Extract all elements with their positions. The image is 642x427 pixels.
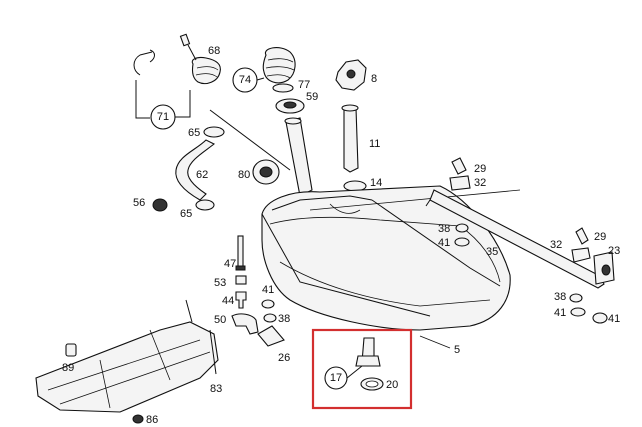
callout-62: 62	[196, 169, 208, 181]
callout-26: 26	[278, 352, 290, 364]
callout-41-left: 41	[262, 284, 274, 296]
callout-38-right: 38	[554, 291, 566, 303]
callout-89: 89	[62, 362, 74, 374]
callout-20: 20	[386, 379, 398, 391]
part-29-bracket-right[interactable]: 29	[575, 227, 606, 245]
callout-80: 80	[238, 169, 250, 181]
callout-83: 83	[210, 383, 222, 395]
callout-29-top: 29	[474, 163, 486, 175]
callout-32-right: 32	[550, 239, 562, 251]
part-32-bracket-right[interactable]: 32	[550, 239, 591, 263]
part-41-washer-right[interactable]: 41	[554, 307, 586, 319]
callout-32-top: 32	[474, 177, 486, 189]
part-68-bolt[interactable]: 68	[179, 33, 221, 85]
callout-38-left: 38	[278, 313, 290, 325]
callout-59: 59	[306, 91, 318, 103]
part-26-bracket[interactable]: 26	[257, 325, 290, 364]
part-74-boot[interactable]: 74	[232, 47, 296, 93]
part-44-fitting[interactable]: 44	[222, 291, 247, 309]
part-38-pad-left[interactable]: 38	[263, 313, 290, 325]
highlight-box	[311, 328, 413, 410]
callout-11: 11	[369, 138, 380, 150]
callout-41-far-right: 41	[608, 313, 620, 325]
part-35-strap[interactable]: 35	[425, 189, 605, 289]
callout-53: 53	[214, 277, 226, 289]
part-50-elbow[interactable]: 50	[214, 313, 259, 335]
part-77-ring[interactable]: 77	[272, 79, 310, 93]
callout-14: 14	[370, 177, 382, 189]
callout-68: 68	[208, 45, 220, 57]
part-83-skid-plate[interactable]: 83	[35, 299, 222, 413]
callout-41-right: 41	[554, 307, 566, 319]
part-65-clamp-upper[interactable]: 65	[188, 126, 225, 139]
callout-8: 8	[371, 73, 377, 85]
callout-50: 50	[214, 314, 226, 326]
part-80-grommet[interactable]: 80	[238, 159, 280, 185]
callout-47: 47	[224, 258, 236, 270]
callout-17: 17	[330, 372, 342, 384]
part-41-washer-upper[interactable]: 41	[438, 237, 470, 249]
part-47-sensor[interactable]: 47	[224, 235, 246, 271]
callout-38-upper: 38	[438, 223, 450, 235]
callout-5: 5	[454, 344, 460, 356]
part-41-washer-far-right[interactable]: 41	[592, 312, 620, 325]
part-20-seal-ring[interactable]: 20	[360, 377, 398, 391]
callout-56: 56	[133, 197, 145, 209]
part-5-fuel-tank[interactable]: 5	[261, 185, 521, 356]
part-71-assembly[interactable]: 71	[133, 49, 191, 130]
callout-41-upper: 41	[438, 237, 450, 249]
part-11-tube[interactable]: 11	[341, 104, 380, 173]
part-29-bracket-top[interactable]: 29	[451, 157, 486, 175]
part-32-bracket-top[interactable]: 32	[449, 175, 486, 191]
callout-71: 71	[157, 111, 169, 123]
part-89-plug[interactable]: 89	[62, 343, 77, 374]
part-38-pad-right[interactable]: 38	[554, 291, 583, 303]
part-62-hose[interactable]: 62	[175, 139, 216, 201]
part-23-mount[interactable]: 23	[593, 245, 620, 285]
filler-neck	[209, 109, 313, 197]
part-8-filler-cap[interactable]: 8	[335, 59, 377, 91]
part-38-pad-upper[interactable]: 38	[438, 223, 469, 235]
callout-29-right: 29	[594, 231, 606, 243]
part-53-nut[interactable]: 53	[214, 275, 247, 289]
callout-86: 86	[146, 414, 158, 426]
callout-35: 35	[486, 246, 498, 258]
callout-44: 44	[222, 295, 234, 307]
callout-65-lower: 65	[180, 208, 192, 220]
part-17-drain-plug[interactable]: 17	[324, 337, 381, 390]
part-56-grommet[interactable]: 56	[133, 197, 168, 212]
callout-23: 23	[608, 245, 620, 257]
part-41-washer-left[interactable]: 41	[261, 284, 275, 309]
part-65-clamp-lower[interactable]: 65	[180, 199, 215, 220]
callout-77: 77	[298, 79, 310, 91]
callout-65-upper: 65	[188, 127, 200, 139]
callout-74: 74	[239, 74, 251, 86]
part-86-bolt[interactable]: 86	[132, 414, 158, 426]
part-59-grommet[interactable]: 59	[275, 91, 318, 114]
